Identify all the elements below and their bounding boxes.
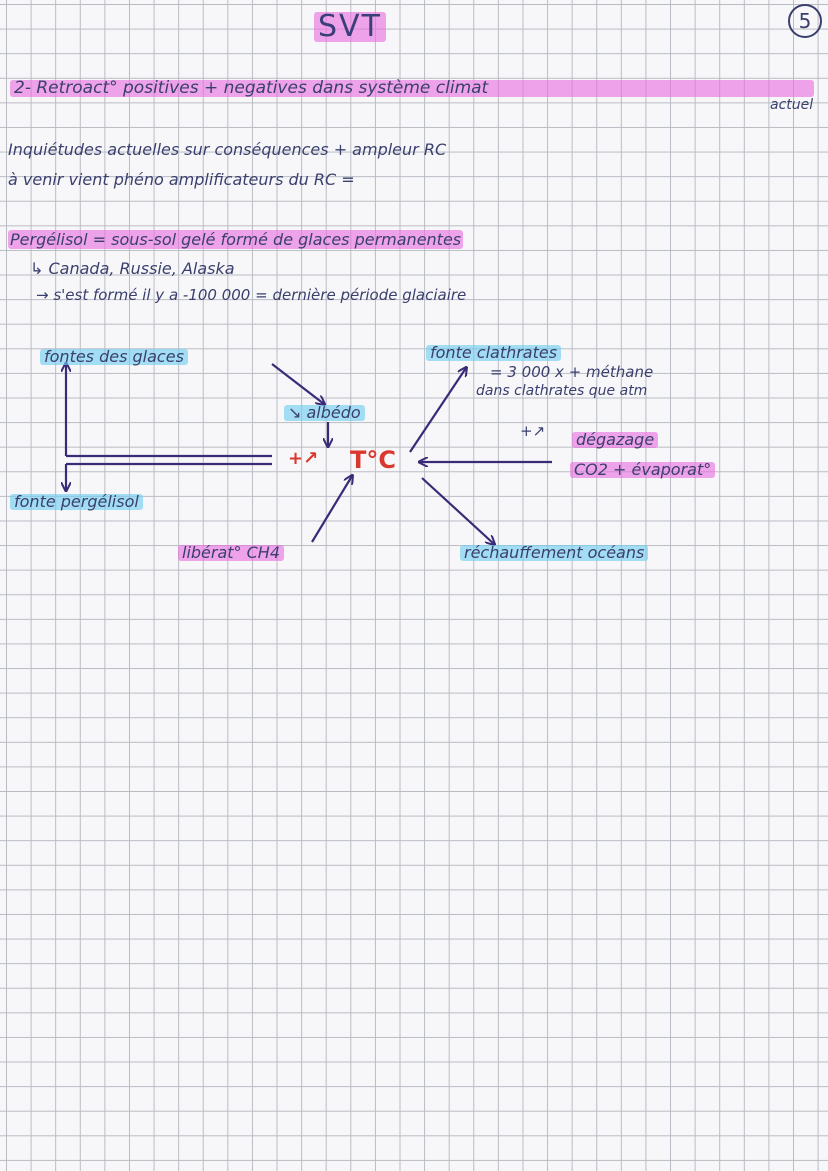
page-number: 5 [788,4,822,38]
node-clathrate-melt: fonte clathrates [426,345,562,361]
node-melting-ice: fontes des glaces [40,349,188,365]
node-co2-evaporation: CO2 + évaporat° [570,462,716,478]
node-temperature: T°C [350,446,396,474]
intro-line-1: Inquiétudes actuelles sur conséquences +… [8,140,447,159]
arrow-ice-to-albedo [271,363,324,404]
degassing-sign: +↗ [520,422,546,440]
permafrost-definition: Pergélisol = sous-sol gelé formé de glac… [8,230,464,249]
node-melting-permafrost: fonte pergélisol [10,494,143,510]
arrow-temp-to-ocean [421,477,494,544]
node-ocean-warming: réchauffement océans [460,545,649,561]
permafrost-formation: → s'est formé il y a -100 000 = dernière… [36,286,467,304]
node-albedo: ↘ albédo [284,405,365,421]
node-degassing: dégazage [572,432,659,448]
section-heading: 2- Retroact° positives + negatives dans … [10,80,814,97]
section-heading-suffix: actuel [770,97,814,113]
arrow-methane-to-temp [311,476,352,543]
permafrost-locations: ↳ Canada, Russie, Alaska [30,259,235,278]
arrow-temp-to-clathrates [409,368,466,453]
subject-title: SVT [314,12,386,42]
permafrost-term-highlight: Pergélisol = sous-sol gelé formé de glac… [8,230,464,249]
amplifier-sign: +↗ [288,448,319,469]
intro-line-2: à venir vient phéno amplificateurs du RC… [8,170,355,189]
clathrate-note-2: dans clathrates que atm [476,383,648,399]
node-methane-release: libérat° CH4 [178,545,285,561]
clathrate-note-1: = 3 000 x + méthane [490,363,654,381]
